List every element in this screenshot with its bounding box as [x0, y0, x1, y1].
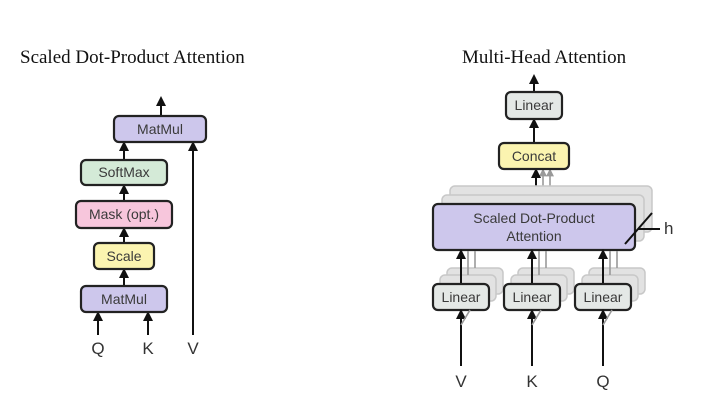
matmul-bottom-box	[79, 284, 169, 314]
concat-label: Concat	[512, 148, 556, 164]
linear-k-label: Linear	[513, 289, 552, 305]
scaled-dot-product-attention-block: Scaled Dot-Product Attention	[431, 202, 637, 252]
linear-out-box	[504, 90, 564, 121]
scale-box	[92, 241, 156, 271]
v-branch-mark	[460, 309, 471, 326]
mha-input-q-label: Q	[596, 372, 609, 391]
matmul-top-box	[112, 114, 208, 144]
heads-label: h	[664, 219, 673, 238]
linear-v-label: Linear	[442, 289, 481, 305]
mha-input-k-label: K	[526, 372, 538, 391]
concat-box	[497, 141, 571, 171]
mask-label: Mask (opt.)	[89, 206, 159, 222]
softmax-box	[79, 158, 169, 187]
input-v-label: V	[187, 339, 199, 358]
mask-block: Mask (opt.)	[74, 199, 174, 230]
scale-block: Scale	[92, 241, 156, 271]
k-branch-mark	[531, 309, 542, 326]
mha-input-v-label: V	[455, 372, 467, 391]
matmul-top-label: MatMul	[137, 121, 183, 137]
attention-label-line1: Scaled Dot-Product	[473, 210, 595, 226]
concat-block: Concat	[497, 141, 571, 171]
mask-box	[74, 199, 174, 230]
matmul-top-block: MatMul	[112, 114, 208, 144]
input-k-label: K	[142, 339, 154, 358]
linear-k-block: Linear	[502, 282, 562, 312]
linear-out-block: Linear	[504, 90, 564, 121]
matmul-bottom-block: MatMul	[79, 284, 169, 314]
scaled-dot-product-attention-diagram: Scaled Dot-Product Attention MatMul Soft…	[20, 47, 245, 358]
scale-label: Scale	[106, 248, 141, 264]
softmax-label: SoftMax	[98, 164, 149, 180]
right-title: Multi-Head Attention	[462, 47, 627, 68]
input-q-label: Q	[91, 339, 104, 358]
linear-v-block: Linear	[431, 282, 491, 312]
attention-label-line2: Attention	[506, 228, 561, 244]
softmax-block: SoftMax	[79, 158, 169, 187]
linear-q-label: Linear	[584, 289, 623, 305]
q-branch-mark	[602, 309, 613, 326]
matmul-bottom-label: MatMul	[101, 291, 147, 307]
linear-q-block: Linear	[573, 282, 633, 312]
left-title: Scaled Dot-Product Attention	[20, 47, 245, 68]
linear-out-label: Linear	[515, 97, 554, 113]
multi-head-attention-diagram: Multi-Head Attention Scaled Dot-Product …	[431, 47, 673, 391]
